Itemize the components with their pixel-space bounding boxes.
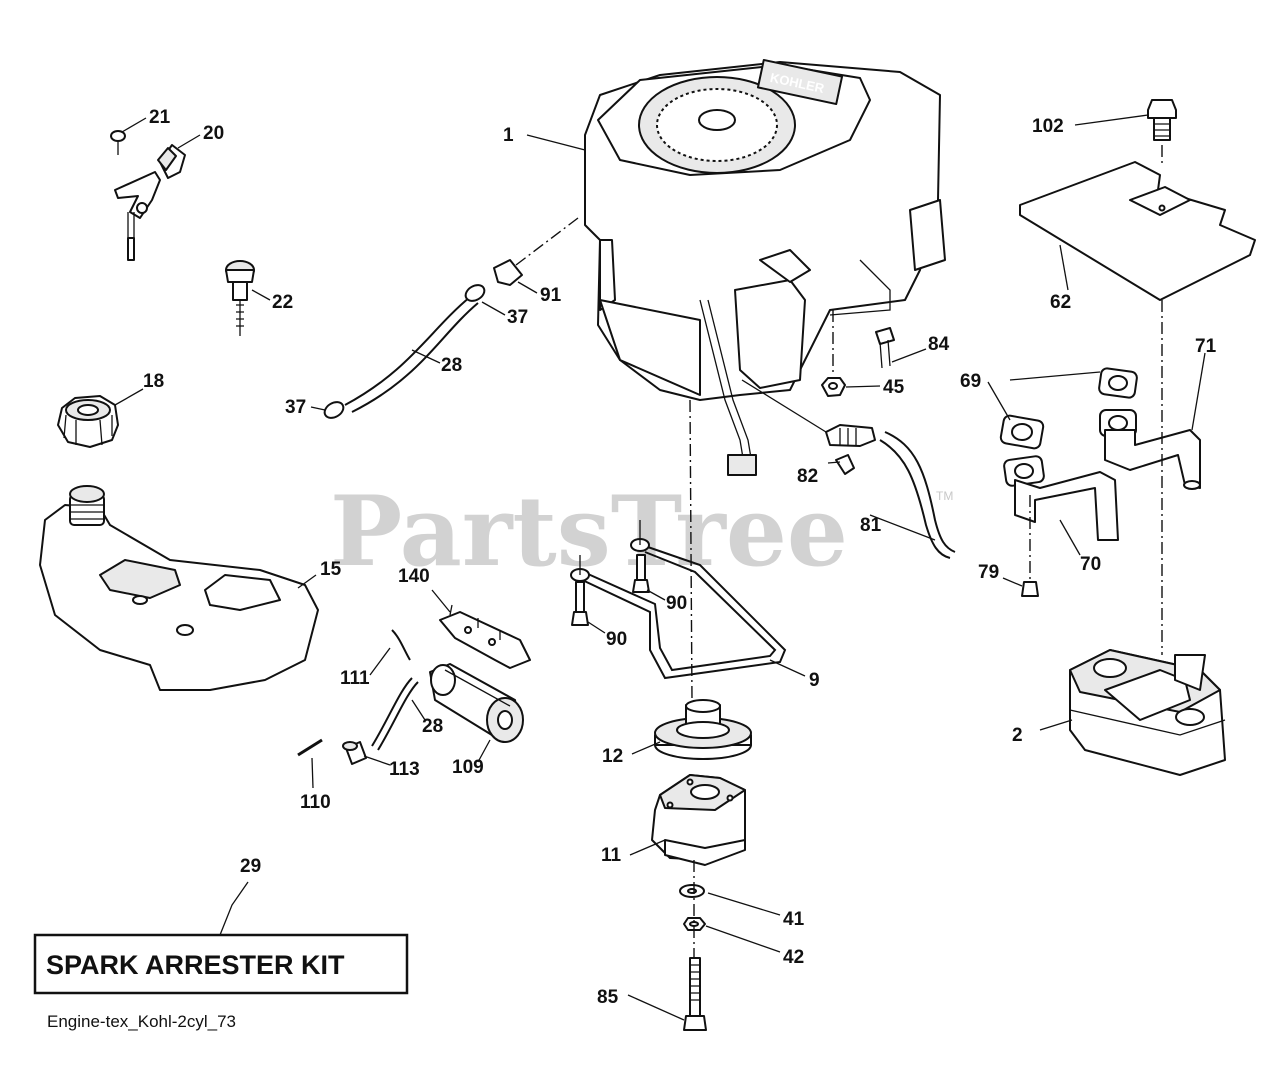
clutch-part-11[interactable] bbox=[651, 774, 746, 866]
muffler-part-2[interactable] bbox=[1069, 649, 1226, 776]
fuel-pump-part-109[interactable] bbox=[429, 663, 524, 743]
leader-29 bbox=[219, 881, 249, 936]
callout-37b: 37 bbox=[507, 307, 528, 328]
alignment-line bbox=[689, 399, 693, 701]
callout-85: 85 bbox=[597, 987, 619, 1008]
callout-102: 102 bbox=[1032, 116, 1064, 137]
bolt-part-84[interactable] bbox=[875, 327, 895, 369]
wire-part-111[interactable] bbox=[391, 629, 411, 661]
callout-90a: 90 bbox=[666, 593, 687, 614]
callout-62: 62 bbox=[1050, 292, 1071, 313]
callout-109: 109 bbox=[452, 757, 484, 778]
washer-part-41[interactable] bbox=[679, 884, 705, 898]
callout-20: 20 bbox=[203, 123, 224, 144]
callout-90b: 90 bbox=[606, 629, 627, 650]
callout-41: 41 bbox=[783, 909, 805, 930]
fuel-hose-part-28b[interactable] bbox=[371, 677, 419, 751]
washer-part-42[interactable] bbox=[683, 917, 706, 931]
fitting-part-113[interactable] bbox=[342, 741, 367, 765]
watermark-tm: TM bbox=[936, 489, 953, 503]
callout-11: 11 bbox=[601, 845, 622, 866]
callout-42: 42 bbox=[783, 947, 804, 968]
callout-110: 110 bbox=[300, 792, 331, 813]
callout-28a: 28 bbox=[441, 355, 462, 376]
callout-113: 113 bbox=[389, 759, 420, 780]
heat-shield-part-62[interactable] bbox=[1019, 161, 1256, 301]
callout-18: 18 bbox=[143, 371, 164, 392]
callout-1: 1 bbox=[503, 125, 514, 146]
knob-part-22[interactable] bbox=[225, 260, 255, 336]
bolt-part-79[interactable] bbox=[1021, 495, 1039, 597]
callout-15: 15 bbox=[320, 559, 342, 580]
callout-81: 81 bbox=[860, 515, 882, 536]
throttle-control-part-20[interactable] bbox=[114, 144, 186, 261]
fitting-part-91[interactable] bbox=[493, 217, 579, 286]
gasket-part-69[interactable] bbox=[999, 367, 1138, 450]
callout-111: 111 bbox=[340, 668, 370, 689]
fuel-cap-part-18[interactable] bbox=[57, 395, 119, 448]
callout-12: 12 bbox=[602, 746, 623, 767]
bolt-part-102[interactable] bbox=[1147, 99, 1177, 141]
fuel-tank-part-15[interactable] bbox=[39, 485, 319, 691]
callout-91: 91 bbox=[540, 285, 562, 306]
callout-labels: 1 2 9 11 12 15 18 20 21 22 28 28 29 37 3… bbox=[143, 107, 1217, 1008]
callout-2: 2 bbox=[1012, 725, 1023, 746]
callout-29: 29 bbox=[240, 856, 261, 877]
diagram-code: Engine-tex_Kohl-2cyl_73 bbox=[47, 1012, 236, 1031]
bolt-part-85[interactable] bbox=[683, 957, 707, 1031]
callout-71: 71 bbox=[1195, 336, 1217, 357]
watermark: PartsTree bbox=[330, 475, 848, 588]
callout-84: 84 bbox=[928, 334, 950, 355]
callout-45: 45 bbox=[883, 377, 905, 398]
callout-37a: 37 bbox=[285, 397, 306, 418]
callout-69: 69 bbox=[960, 371, 981, 392]
fuel-hose-part-81[interactable] bbox=[879, 431, 956, 559]
engine-part-1[interactable]: KOHLER bbox=[584, 58, 946, 476]
callout-9: 9 bbox=[809, 670, 820, 691]
hose-clamp-part-37[interactable] bbox=[322, 282, 487, 421]
bracket-part-140[interactable] bbox=[439, 604, 531, 669]
callout-28b: 28 bbox=[422, 716, 443, 737]
callout-140: 140 bbox=[398, 566, 430, 587]
fuel-filter-part-82[interactable] bbox=[741, 379, 876, 475]
nut-part-45[interactable] bbox=[821, 310, 846, 397]
pin-part-110[interactable] bbox=[297, 738, 323, 757]
pulley-part-12[interactable] bbox=[654, 699, 752, 760]
callout-79: 79 bbox=[978, 562, 999, 583]
spark-arrester-kit-box[interactable] bbox=[33, 933, 409, 995]
callout-22: 22 bbox=[272, 292, 293, 313]
spark-arrester-kit-label: SPARK ARRESTER KIT bbox=[46, 950, 345, 980]
exhaust-pipe-part-70[interactable] bbox=[1003, 455, 1119, 541]
leader-lines bbox=[114, 114, 1206, 1021]
screw-part-21[interactable] bbox=[110, 130, 126, 155]
callout-82: 82 bbox=[797, 466, 818, 487]
callout-70: 70 bbox=[1080, 554, 1101, 575]
exhaust-pipe-part-71[interactable] bbox=[1099, 409, 1201, 490]
callout-21: 21 bbox=[149, 107, 171, 128]
bolt-part-90[interactable] bbox=[571, 520, 650, 626]
